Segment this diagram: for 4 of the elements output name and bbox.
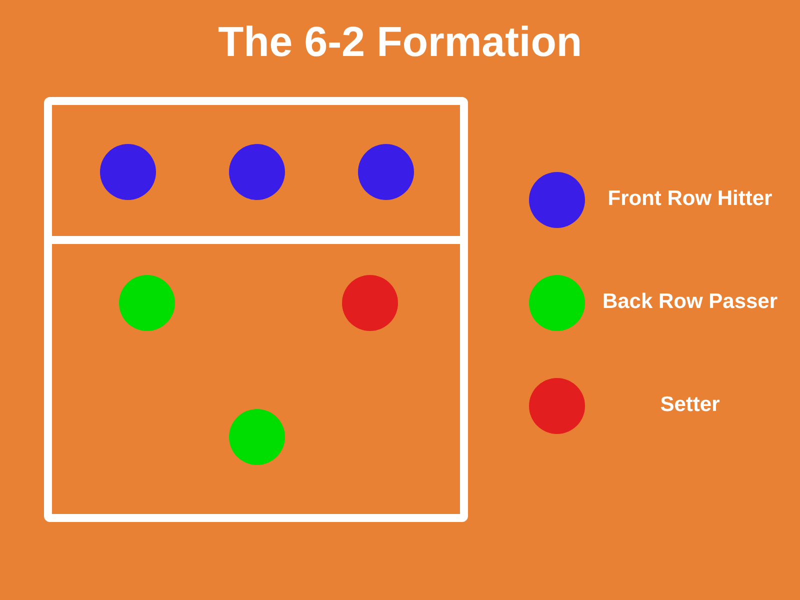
legend-label: Back Row Passer [602,290,778,313]
legend-label: Setter [660,393,720,416]
legend-label: Front Row Hitter [608,187,772,210]
diagram-title: The 6-2 Formation [218,18,582,65]
